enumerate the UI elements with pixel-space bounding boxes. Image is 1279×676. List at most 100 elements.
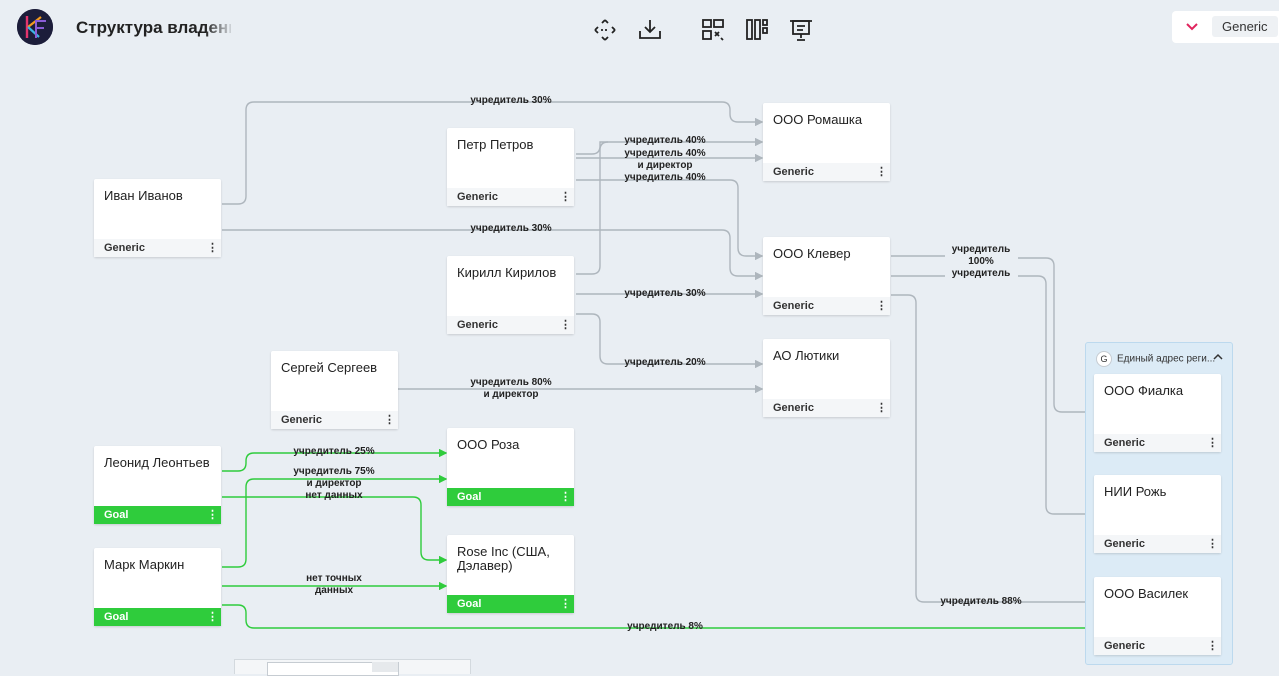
node-ao-lyutiki[interactable]: АО Лютики Generic⋮ [763, 339, 890, 417]
fit-view-icon[interactable] [592, 17, 618, 43]
node-type: Goal [104, 509, 129, 521]
node-type: Generic [104, 242, 145, 254]
node-petr-petrov[interactable]: Петр Петров Generic⋮ [447, 128, 574, 206]
edge-ivan-romashka [222, 101, 764, 205]
edge-label: учредитель 30% [470, 223, 552, 234]
minimap-node [372, 662, 398, 672]
node-type: Generic [1104, 538, 1145, 550]
node-type: Goal [457, 491, 482, 503]
node-kirill-kirilov[interactable]: Кирилл Кирилов Generic⋮ [447, 256, 574, 334]
presentation-icon[interactable] [788, 17, 814, 43]
edge-kirill-romashka [576, 141, 609, 275]
chevron-down-icon[interactable] [1184, 19, 1200, 35]
node-footer: Generic ⋮ [1094, 637, 1221, 655]
node-name: Сергей Сергеев [281, 360, 378, 375]
node-name: ООО Клевер [773, 246, 851, 261]
more-vert-icon[interactable]: ⋮ [1207, 538, 1218, 550]
node-footer: Generic ⋮ [94, 239, 221, 257]
edge-label: учредитель 40% [624, 135, 706, 146]
node-name: ООО Ромашка [773, 112, 863, 127]
minimap[interactable] [234, 659, 471, 676]
node-type: Generic [1104, 640, 1145, 652]
node-nii-rozh[interactable]: НИИ Рожь Generic ⋮ [1094, 475, 1221, 553]
layout-columns-icon[interactable] [744, 17, 770, 43]
edge-leonid-roza [222, 448, 448, 472]
node-name: Rose Inc (США, Дэлавер) [457, 544, 550, 573]
more-vert-icon[interactable]: ⋮ [876, 300, 887, 312]
title-fade [205, 14, 235, 42]
more-vert-icon[interactable]: ⋮ [560, 191, 571, 203]
edge-mark-roza [222, 474, 448, 568]
more-vert-icon[interactable]: ⋮ [876, 166, 887, 178]
node-ooo-klever[interactable]: ООО Клевер Generic ⋮ [763, 237, 890, 315]
node-ooo-fialka[interactable]: ООО Фиалка Generic⋮ [1094, 374, 1221, 452]
node-type: Generic [773, 300, 814, 312]
edge-label: учредитель 40%и директор [624, 148, 706, 171]
more-vert-icon[interactable]: ⋮ [1207, 437, 1218, 449]
edge-label: учредитель 20% [624, 357, 706, 368]
node-name: Кирилл Кирилов [457, 265, 557, 280]
more-vert-icon[interactable]: ⋮ [207, 509, 218, 521]
edge-label: учредитель 8% [627, 621, 703, 632]
edge-klever-vasilek [891, 294, 1095, 607]
download-icon[interactable] [637, 17, 663, 43]
more-vert-icon[interactable]: ⋮ [207, 242, 218, 254]
node-type: Generic [773, 166, 814, 178]
node-leonid-leontyev[interactable]: Леонид Леонтьев Goal ⋮ [94, 446, 221, 524]
node-ivan-ivanov[interactable]: Иван Иванов Generic⋮ [94, 179, 221, 257]
node-name: НИИ Рожь [1104, 484, 1167, 499]
group-badge: G [1096, 351, 1112, 367]
edge-label: учредитель 40% [624, 172, 706, 183]
more-vert-icon[interactable]: ⋮ [1207, 640, 1218, 652]
node-name: Марк Маркин [104, 557, 185, 572]
node-sergey-sergeev[interactable]: Сергей Сергеев Generic ⋮ [271, 351, 398, 429]
node-footer: Generic ⋮ [763, 297, 890, 315]
edge-label: учредитель 75%и директор [293, 466, 375, 489]
node-ooo-vasilek[interactable]: ООО Василек Generic ⋮ [1094, 577, 1221, 655]
node-footer: Goal ⋮ [94, 608, 221, 626]
edge-kirill-lyutiki [576, 313, 764, 369]
node-rose-inc[interactable]: Rose Inc (США, Дэлавер) Goal ⋮ [447, 535, 574, 613]
node-type: Generic [281, 414, 322, 426]
edge-mark-vasilek [222, 604, 1095, 633]
node-footer: Generic ⋮ [271, 411, 398, 429]
node-footer: Generic⋮ [447, 316, 574, 334]
app-logo-icon[interactable] [17, 9, 53, 45]
group-label: Единый адрес реги... [1117, 353, 1216, 365]
chevron-stroke [1186, 23, 1198, 31]
node-footer: Goal ⋮ [447, 595, 574, 613]
node-mark-markin[interactable]: Марк Маркин Goal ⋮ [94, 548, 221, 626]
more-vert-icon[interactable]: ⋮ [384, 414, 395, 426]
node-type: Goal [104, 611, 129, 623]
group-header: G Единый адрес реги... [1096, 351, 1215, 367]
dropdown-value: Generic [1212, 16, 1278, 37]
node-name: Леонид Леонтьев [104, 455, 210, 470]
node-footer: Generic ⋮ [1094, 434, 1221, 452]
more-vert-icon[interactable]: ⋮ [207, 611, 218, 623]
layout-tree-icon[interactable] [700, 17, 726, 43]
more-vert-icon[interactable]: ⋮ [560, 598, 571, 610]
node-type: Goal [457, 598, 482, 610]
node-name: ООО Василек [1104, 586, 1189, 601]
node-footer: Generic⋮ [447, 188, 574, 206]
node-name: Петр Петров [457, 137, 534, 152]
more-vert-icon[interactable]: ⋮ [876, 402, 887, 414]
node-ooo-romashka[interactable]: ООО Ромашка Generic ⋮ [763, 103, 890, 181]
node-ooo-roza[interactable]: ООО Роза Goal⋮ [447, 428, 574, 506]
edge-klever-rozh [891, 275, 1093, 514]
node-type: Generic [1104, 437, 1145, 449]
more-vert-icon[interactable]: ⋮ [560, 319, 571, 331]
edge-label: учредитель [951, 268, 1011, 279]
chevron-up-icon[interactable] [1212, 351, 1224, 363]
node-footer: Generic ⋮ [1094, 535, 1221, 553]
node-type: Generic [773, 402, 814, 414]
edge-ivan-klever [222, 229, 764, 281]
edge-label: учредитель 25% [293, 446, 375, 457]
edge-label: учредитель 30% [624, 288, 706, 299]
node-footer: Generic ⋮ [763, 163, 890, 181]
more-vert-icon[interactable]: ⋮ [560, 491, 571, 503]
edge-petr-klever [576, 179, 764, 261]
view-type-dropdown[interactable]: Generic [1172, 11, 1279, 43]
